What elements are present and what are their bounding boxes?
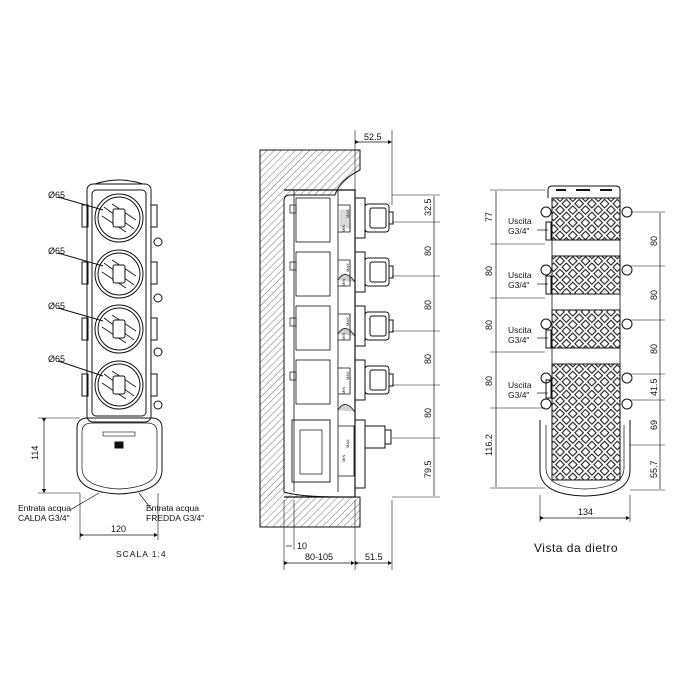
- front-dial-1: [94, 193, 144, 243]
- back-dim-left-116-2: 116.2: [484, 434, 494, 456]
- back-dim-left-80-2: 80: [484, 320, 494, 330]
- front-view: [38, 179, 163, 540]
- outlet-label-2-line2: G3/4": [508, 280, 529, 290]
- valve-mark-min-5: MIN: [341, 455, 346, 462]
- side-view-text: 52.5 32.5 80 80 80 80 79.5 10 80-105 51.…: [297, 132, 433, 562]
- front-view-text: Ø65 Ø65 Ø65 Ø65 114 120 Entrata acqua CA…: [18, 190, 204, 559]
- back-dim-right-80-2: 80: [649, 290, 659, 300]
- side-knob-3: [354, 305, 394, 347]
- dim-bottom-10: 10: [297, 541, 307, 551]
- dim-right-32-5: 32.5: [423, 198, 433, 216]
- front-logo-mark: [114, 441, 124, 449]
- dim-bottom-80-105: 80-105: [305, 552, 333, 562]
- front-side-lugs: [81, 204, 163, 410]
- back-side-lugs: [540, 206, 633, 410]
- side-plate: [354, 419, 392, 489]
- back-lattice-module-4: [551, 363, 621, 481]
- back-dim-right-80-1: 80: [649, 236, 659, 246]
- front-logo-plate: [102, 431, 136, 437]
- outlet-label-1-line2: G3/4": [508, 226, 529, 236]
- dim-right-80-3: 80: [423, 354, 433, 364]
- back-dim-left-80-1: 80: [484, 266, 494, 276]
- scale-note: SCALA 1:4: [116, 549, 167, 559]
- back-view-text: Uscita G3/4" Uscita G3/4" Uscita G3/4" U…: [484, 212, 659, 555]
- front-dial-2: [94, 249, 144, 299]
- back-dim-right-80-3: 80: [649, 344, 659, 354]
- front-body-inner: [81, 422, 158, 490]
- back-dim-right-69: 69: [649, 420, 659, 430]
- outlet-label-4-line2: G3/4": [508, 390, 529, 400]
- valve-mark-max-5: MAX: [345, 439, 350, 448]
- dim-top-52-5: 52.5: [364, 132, 382, 142]
- valve-mark-max-3: MAX: [345, 317, 350, 326]
- side-knob-4: [354, 359, 394, 401]
- dim-right-80-1: 80: [423, 246, 433, 256]
- back-separator-1: [551, 239, 621, 257]
- back-view: [490, 185, 665, 522]
- back-lattice-module-3: [551, 309, 621, 349]
- diameter-leader-1: [57, 196, 104, 211]
- dim-height-114: 114: [30, 446, 40, 460]
- diameter-label-2: Ø65: [48, 246, 65, 256]
- back-separator-3: [551, 347, 621, 365]
- front-dial-3: [94, 304, 144, 354]
- valve-mark-min-3: MIN: [341, 333, 346, 340]
- back-dim-right-55-7: 55.7: [649, 460, 659, 478]
- valve-mark-max-2: MAX: [345, 263, 350, 272]
- back-dim-left-80-3: 80: [484, 376, 494, 386]
- mixer-module: [291, 419, 355, 483]
- front-frame-inner: [91, 189, 147, 417]
- dim-right-80-2: 80: [423, 300, 433, 310]
- outlet-label-3-line2: G3/4": [508, 335, 529, 345]
- hot-inlet-label-line2: CALDA G3/4": [18, 513, 70, 523]
- back-lattice-module-2: [551, 255, 621, 295]
- valve-mark-max-1: MAX: [345, 209, 350, 218]
- front-top-cap: [94, 179, 144, 185]
- cartridge-module-2: [289, 251, 356, 297]
- cold-inlet-leader: [138, 492, 153, 511]
- cold-inlet-label-line2: FREDDA G3/4": [146, 513, 204, 523]
- dim-right-79-5: 79.5: [423, 460, 433, 478]
- cold-inlet-label-line1: Entrata acqua: [146, 503, 199, 513]
- diameter-label-3: Ø65: [48, 301, 65, 311]
- diameter-label-4: Ø65: [48, 354, 65, 364]
- back-bottom-housing: [539, 420, 631, 497]
- cartridge-module-4: [289, 359, 356, 413]
- front-dial-4: [94, 360, 144, 410]
- back-dim-right-41-5: 41.5: [649, 378, 659, 396]
- dim-width-120: 120: [111, 524, 126, 534]
- back-lattice-module-1: [551, 197, 621, 241]
- valve-body-outline: [284, 189, 356, 498]
- outlet-label-2-line1: Uscita: [508, 270, 532, 280]
- back-top-cap: [547, 185, 621, 198]
- dim-bottom-51-5: 51.5: [365, 552, 383, 562]
- back-separator-2: [551, 293, 621, 311]
- diameter-leader-4: [57, 360, 104, 377]
- outlet-label-1-line1: Uscita: [508, 216, 532, 226]
- valve-mark-min-4: MIN: [341, 387, 346, 394]
- outlet-label-3-line1: Uscita: [508, 325, 532, 335]
- diameter-label-1: Ø65: [48, 190, 65, 200]
- cartridge-module-1: [289, 197, 351, 243]
- cartridge-module-3: [289, 305, 356, 351]
- valve-mark-min-2: MIN: [341, 279, 346, 286]
- diameter-leader-2: [57, 252, 104, 267]
- back-dim-bottom-134: 134: [578, 507, 593, 517]
- hot-inlet-leader: [69, 492, 100, 511]
- front-body-box: [76, 417, 163, 495]
- front-frame: [86, 183, 152, 423]
- hot-inlet-label-line1: Entrata acqua: [18, 503, 71, 513]
- side-view: [259, 130, 440, 570]
- valve-mark-min-1: MIN: [341, 225, 346, 232]
- diameter-leader-3: [57, 307, 104, 322]
- back-view-title: Vista da dietro: [534, 541, 618, 555]
- dim-right-80-4: 80: [423, 408, 433, 418]
- outlet-label-4-line1: Uscita: [508, 380, 532, 390]
- side-knob-2: [354, 251, 394, 293]
- valve-mark-max-4: MAX: [345, 371, 350, 380]
- back-dim-left-77: 77: [484, 212, 494, 222]
- side-knob-1: [354, 197, 394, 239]
